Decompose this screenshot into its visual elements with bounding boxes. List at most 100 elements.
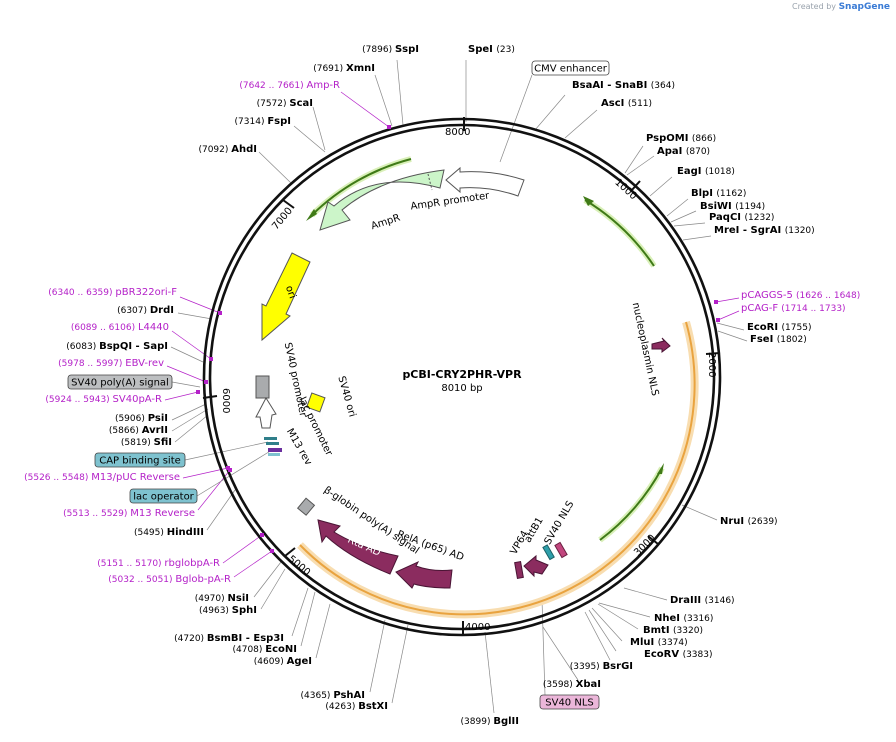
primer-pcag-f: pCAG-F (1714 .. 1733)	[741, 303, 846, 314]
rela-ad-arrow	[395, 560, 453, 589]
site-position: (4963)	[199, 606, 232, 616]
primer-range: (5526 .. 5548)	[24, 473, 91, 483]
primer-mark-amp-r	[387, 125, 391, 129]
primer-m13-puc-reverse: (5526 .. 5548) M13/pUC Reverse	[24, 472, 180, 483]
site-name: BsaAI - SnaBI	[572, 80, 651, 91]
tick-1000: 1000	[612, 177, 638, 202]
primer-range: (5032 .. 5051)	[108, 575, 175, 585]
boxed-feature-label: CAP binding site	[99, 456, 181, 467]
primer-mark-bglob-pa-r	[270, 549, 274, 553]
primer-bglob-pa-r: (5032 .. 5051) Bglob-pA-R	[108, 574, 231, 585]
site-name: AvrII	[142, 425, 168, 436]
primer-l4440: (6089 .. 6106) L4440	[71, 322, 169, 333]
primer-pbr322ori-f: (6340 .. 6359) pBR322ori-F	[48, 287, 177, 298]
site-pspomi: PspOMI (866)	[646, 133, 716, 144]
site-bstxi: (4263) BstXI	[325, 701, 388, 712]
site-fspi: (7314) FspI	[235, 116, 291, 127]
site-position: (1802)	[777, 335, 807, 345]
primer-name: Amp-R	[307, 80, 341, 91]
site-position: (4263)	[325, 702, 358, 712]
site-bsmbi: (4720) BsmBI - Esp3I	[174, 633, 284, 644]
primer-name: pCAG-F	[741, 303, 781, 314]
primer-m13-reverse: (5513 .. 5529) M13 Reverse	[63, 508, 195, 519]
plasmid-name: pCBI-CRY2PHR-VPR	[402, 368, 522, 381]
site-position: (4609)	[254, 657, 287, 667]
site-position: (4708)	[232, 645, 265, 655]
plasmid-size: 8010 bp	[441, 383, 482, 394]
site-sphi: (4963) SphI	[199, 605, 257, 616]
site-position: (7092)	[198, 145, 231, 155]
site-eagi: EagI (1018)	[677, 166, 735, 177]
site-agei: (4609) AgeI	[254, 656, 312, 667]
primer-amp-r: (7642 .. 7661) Amp-R	[239, 80, 340, 91]
site-position: (7572)	[257, 99, 290, 109]
ampr-promoter-label: AmpR promoter	[410, 190, 491, 212]
boxed-feature-label: SV40 poly(A) signal	[71, 378, 169, 389]
site-name: BspQI - SapI	[99, 341, 168, 352]
primer-mark-rbglobpa-r	[260, 533, 264, 537]
site-xmni: (7691) XmnI	[313, 63, 375, 74]
site-name: MluI	[630, 637, 658, 648]
primer-mark-ebv-rev	[204, 380, 208, 384]
site-name: SphI	[232, 605, 257, 616]
site-name: BsmBI - Esp3I	[207, 633, 284, 644]
ori-arrow	[261, 252, 311, 342]
rta-ad-arrow	[317, 519, 399, 575]
primer-name: pCAGGS-5	[741, 290, 796, 301]
boxed-feature-sv40-nls-box: SV40 NLS	[539, 694, 600, 710]
site-name: PsiI	[148, 413, 168, 424]
site-name: PaqCI	[709, 212, 745, 223]
site-position: (3598)	[543, 680, 576, 690]
site-ahdi: (7092) AhdI	[198, 144, 257, 155]
site-position: (4365)	[301, 691, 334, 701]
site-name: SfiI	[154, 437, 172, 448]
tick-8000: 8000	[445, 127, 470, 138]
site-name: EagI	[677, 166, 705, 177]
primer-name: L4440	[138, 322, 169, 333]
site-name: PshAI	[333, 690, 365, 701]
site-name: BsrGI	[603, 661, 633, 672]
site-name: FspI	[267, 116, 291, 127]
site-position: (5866)	[109, 426, 142, 436]
site-name: EcoNI	[265, 644, 297, 655]
site-position: (866)	[692, 134, 716, 144]
sv40-nls-label: SV40 NLS	[543, 499, 577, 547]
site-draiii: DraIII (3146)	[670, 595, 735, 606]
primer-mark-pbr322ori-f	[218, 311, 222, 315]
primer-mark-pcaggs-5	[714, 300, 718, 304]
vp64-arrow	[523, 554, 549, 578]
primer-range: (5513 .. 5529)	[63, 509, 130, 519]
site-fsei: FseI (1802)	[750, 334, 807, 345]
primer-labels: (7642 .. 7661) Amp-R pCAGGS-5 (1626 .. 16…	[24, 80, 860, 585]
site-nsii: (4970) NsiI	[195, 593, 249, 604]
site-name: SpeI	[468, 44, 496, 55]
site-position: (3395)	[570, 662, 603, 672]
site-name: HindIII	[167, 527, 204, 538]
primer-mark-pcag-f	[716, 318, 720, 322]
site-sspi: (7896) SspI	[362, 44, 419, 55]
site-name: SspI	[395, 44, 419, 55]
primer-range: (6340 .. 6359)	[48, 288, 115, 298]
site-econi: (4708) EcoNI	[232, 644, 297, 655]
site-name: FseI	[750, 334, 777, 345]
site-paqci: PaqCI (1232)	[709, 212, 774, 223]
highlight-arcs	[297, 320, 699, 619]
site-name: DrdI	[150, 305, 174, 316]
primer-pcaggs-5: pCAGGS-5 (1626 .. 1648)	[741, 290, 860, 301]
primer-name: M13/pUC Reverse	[91, 472, 180, 483]
site-nhei: NheI (3316)	[654, 613, 713, 624]
primer-range: (1626 .. 1648)	[796, 291, 860, 301]
primer-range: (5978 .. 5997)	[58, 359, 125, 369]
site-name: MreI - SgrAI	[714, 225, 785, 236]
site-position: (1194)	[735, 202, 765, 212]
site-name: XmnI	[346, 63, 375, 74]
site-bsaai: BsaAI - SnaBI (364)	[572, 80, 675, 91]
site-name: XbaI	[576, 679, 601, 690]
site-position: (4970)	[195, 594, 228, 604]
primer-name: SV40pA-R	[113, 394, 162, 405]
site-name: NheI	[654, 613, 683, 624]
site-bsrgi: (3395) BsrGI	[570, 661, 633, 672]
site-name: ScaI	[289, 98, 313, 109]
site-position: (3374)	[658, 638, 688, 648]
site-name: BlpI	[691, 188, 716, 199]
